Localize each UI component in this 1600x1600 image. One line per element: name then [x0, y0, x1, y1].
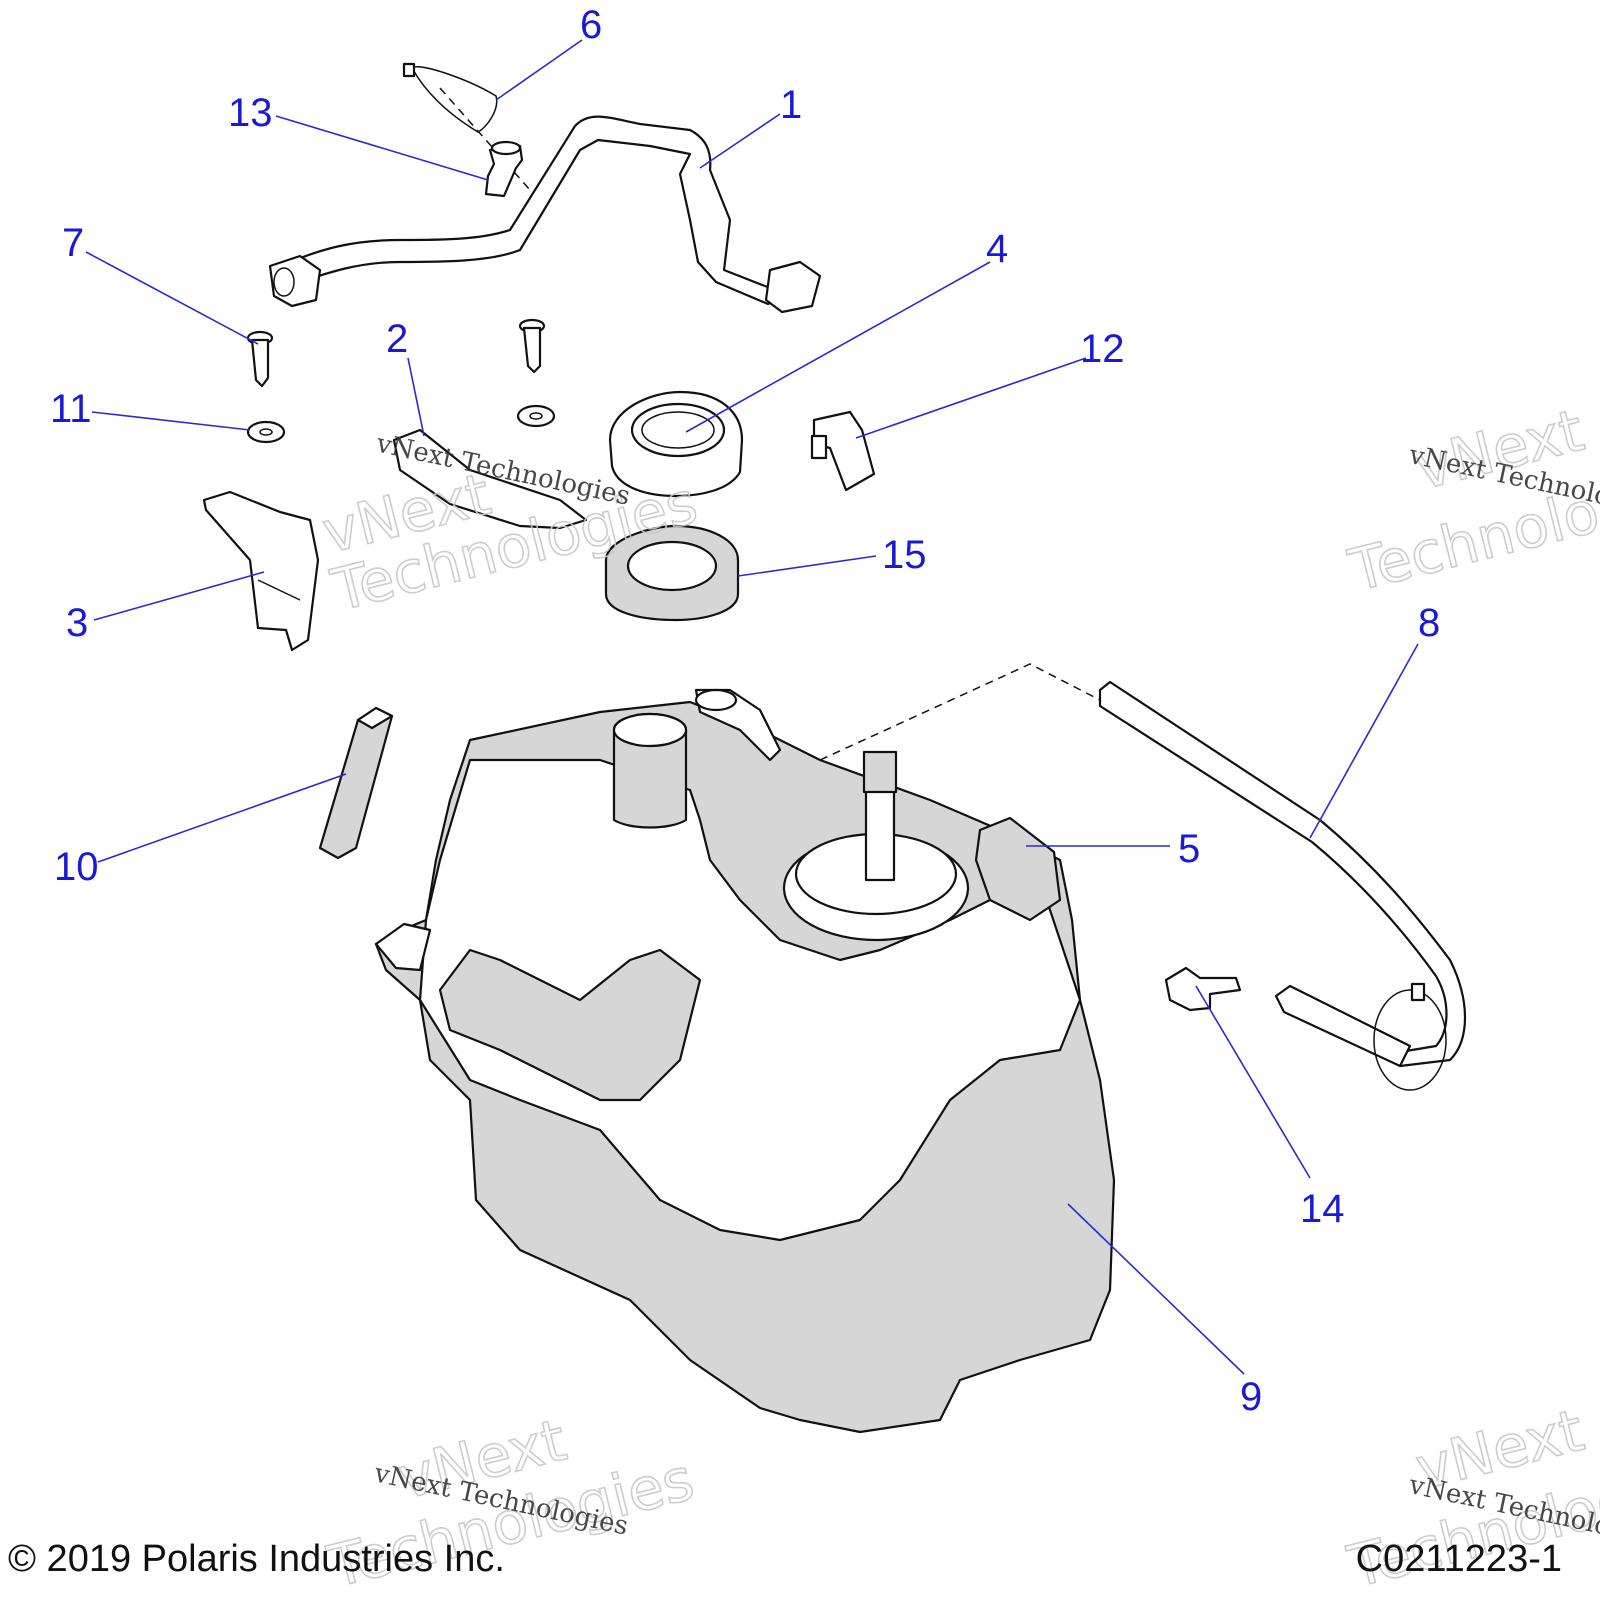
- part-12-clip: [810, 410, 876, 492]
- callout-9: 9: [1240, 1375, 1262, 1419]
- part-1-hose: [268, 115, 822, 314]
- part-3-bracket: [202, 490, 320, 652]
- drawing-number: C0211223-1: [1355, 1538, 1562, 1580]
- callout-2: 2: [386, 317, 408, 361]
- callout-7: 7: [62, 221, 84, 265]
- part-9-fuel-tank: [374, 663, 1116, 1434]
- callout-8: 8: [1418, 601, 1440, 645]
- part-11-washer: [246, 404, 556, 444]
- part-8-hose: [1098, 680, 1466, 1091]
- callout-13: 13: [228, 91, 273, 135]
- part-14-elbow: [1164, 966, 1242, 1012]
- callout-11: 11: [50, 387, 92, 431]
- callout-5: 5: [1178, 827, 1200, 871]
- callout-14: 14: [1300, 1187, 1345, 1231]
- callout-3: 3: [66, 601, 88, 645]
- callout-12: 12: [1080, 327, 1125, 371]
- part-2-bracket: [392, 428, 588, 530]
- callout-4: 4: [986, 227, 1008, 271]
- part-10-pad: [318, 706, 394, 860]
- leader-lines: [85, 39, 1419, 1375]
- callout-15: 15: [882, 533, 927, 577]
- copyright-notice: © 2019 Polaris Industries Inc.: [8, 1538, 505, 1580]
- part-15-gasket: [604, 524, 740, 622]
- part-4-fuel-cap: [608, 390, 744, 498]
- callout-6: 6: [580, 3, 602, 47]
- callout-10: 10: [54, 845, 99, 889]
- part-13-fitting: [484, 140, 524, 198]
- callouts: 1 2 3 4 5 6 7 8 9 10 11 12 13 14 15: [50, 3, 1440, 1419]
- callout-1: 1: [780, 83, 802, 127]
